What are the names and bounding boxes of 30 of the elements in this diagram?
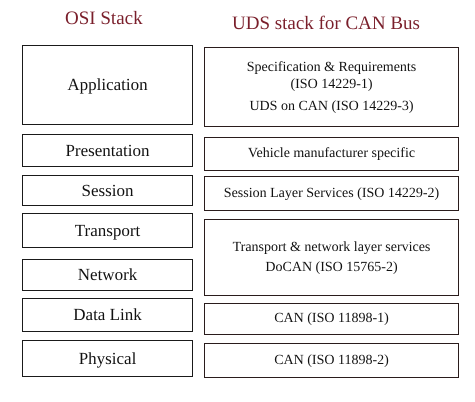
protocol-text: DoCAN (ISO 15765-2) <box>265 258 398 276</box>
layer-name: Presentation <box>65 140 150 162</box>
layer-box <box>22 134 193 167</box>
protocol-box <box>204 343 459 378</box>
protocol-box <box>204 303 459 335</box>
layer-name: Transport <box>74 220 140 242</box>
layer-box <box>22 298 193 332</box>
layer-name: Physical <box>78 348 136 370</box>
protocol-text: CAN (ISO 11898-2) <box>274 352 389 370</box>
protocol-text: Session Layer Services (ISO 14229-2) <box>224 184 440 202</box>
layer-box <box>22 340 193 377</box>
protocol-text: CAN (ISO 11898-1) <box>274 310 389 328</box>
layer-box <box>22 213 193 248</box>
protocol-box <box>204 47 459 127</box>
column-heading: UDS stack for CAN Bus <box>232 13 420 35</box>
column-heading: OSI Stack <box>65 8 143 30</box>
layer-box <box>22 175 193 206</box>
layer-box <box>22 259 193 291</box>
layer-box <box>22 45 193 125</box>
protocol-text: Vehicle manufacturer specific <box>248 145 416 163</box>
layer-name: Session <box>82 180 134 202</box>
protocol-box <box>204 219 459 296</box>
protocol-text: Transport & network layer services <box>232 239 430 256</box>
layer-name: Application <box>67 74 148 96</box>
layer-name: Network <box>78 264 138 286</box>
layer-name: Data Link <box>73 304 142 326</box>
protocol-box <box>204 176 459 211</box>
protocol-text: Specification & Requirements (ISO 14229-1) <box>246 58 418 94</box>
protocol-box <box>204 137 459 171</box>
protocol-text: UDS on CAN (ISO 14229-3) <box>249 98 414 116</box>
